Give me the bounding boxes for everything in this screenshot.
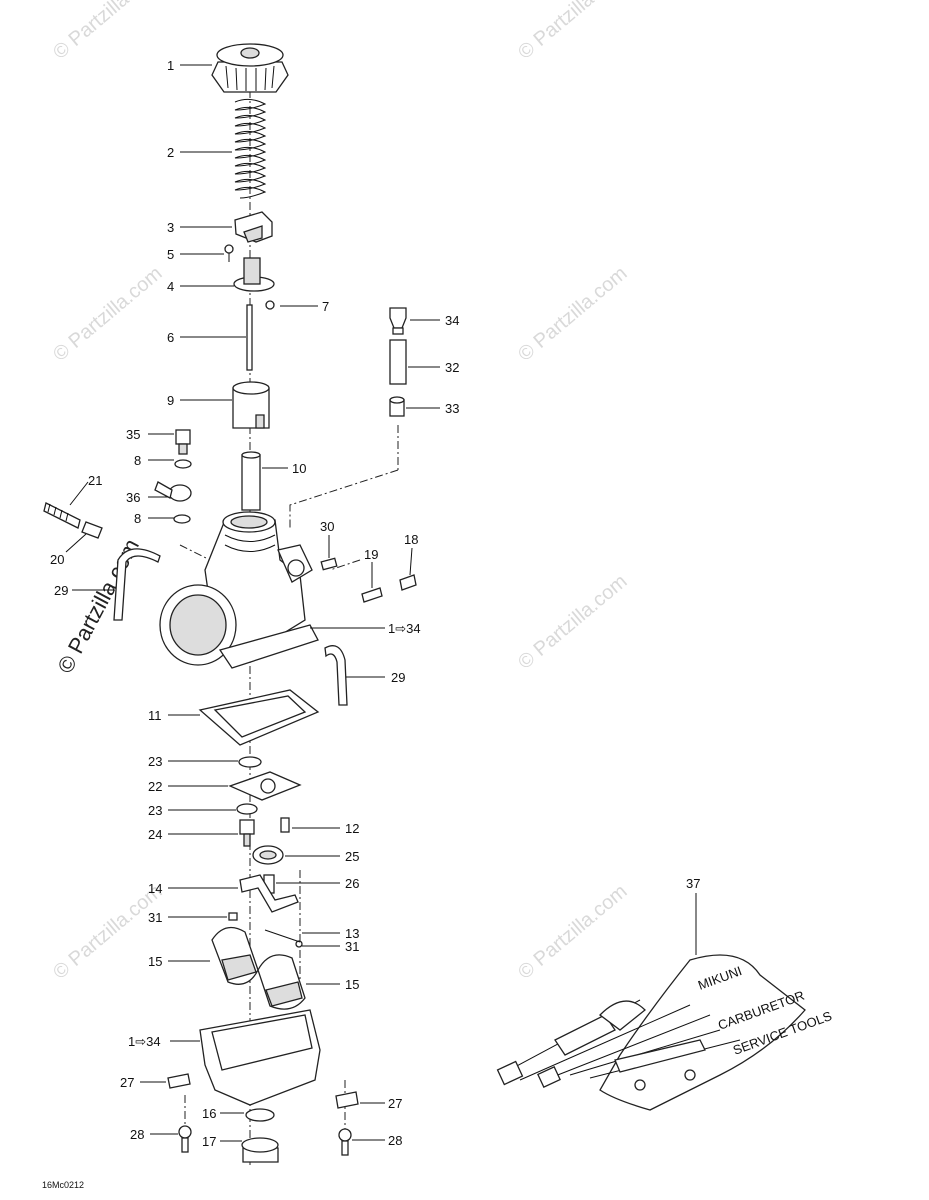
part-label: 27 — [388, 1096, 402, 1111]
banjo-fitting-group — [154, 429, 192, 524]
part-label: 14 — [148, 881, 162, 896]
clip-part — [265, 300, 275, 310]
part-label: 36 — [126, 490, 140, 505]
part-label: 15 — [148, 954, 162, 969]
part-label: 22 — [148, 779, 162, 794]
pilot-screw-group — [43, 502, 103, 539]
carburetor-body — [159, 511, 319, 669]
cable-adjuster-group — [389, 307, 407, 417]
float-arm-part — [239, 874, 299, 913]
air-screw-part — [320, 557, 338, 571]
part-label: 34 — [445, 313, 459, 328]
part-label: 21 — [88, 473, 102, 488]
needle-part — [246, 304, 253, 371]
part-label: 4 — [167, 279, 174, 294]
part-label: 15 — [345, 977, 359, 992]
gasket-part — [198, 689, 320, 746]
cap-part — [211, 43, 289, 93]
plate-part — [234, 211, 273, 243]
part-label: 24 — [148, 827, 162, 842]
part-label: 3 — [167, 220, 174, 235]
leader-lines — [65, 64, 697, 1142]
part-label: 20 — [50, 552, 64, 567]
part-label: 12 — [345, 821, 359, 836]
watermark: © Partzilla.com — [514, 570, 631, 673]
part-label: 30 — [320, 519, 334, 534]
float-part — [211, 926, 306, 1010]
drain-plug-group — [241, 1108, 279, 1163]
part-label: 7 — [322, 299, 329, 314]
part-label: 5 — [167, 247, 174, 262]
part-label: 28 — [388, 1133, 402, 1148]
part-label: 1⇨34 — [128, 1034, 161, 1049]
part-label: 2 — [167, 145, 174, 160]
part-label: 18 — [404, 532, 418, 547]
jet-plate-part — [228, 771, 302, 801]
part-label: 13 — [345, 926, 359, 941]
o-ring-part — [236, 756, 262, 815]
main-jet-part — [239, 819, 255, 847]
part-label: 9 — [167, 393, 174, 408]
tool-kit-part: MIKUNI CARBURETOR SERVICE TOOLS — [496, 954, 834, 1111]
watermark: © Partzilla.com — [514, 880, 631, 983]
needle-jet-part — [241, 451, 261, 511]
part-label: 8 — [134, 453, 141, 468]
pin-part — [228, 912, 303, 948]
part-label: 6 — [167, 330, 174, 345]
part-label: 16 — [202, 1106, 216, 1121]
float-bowl-part — [199, 1009, 321, 1106]
part-label: 1 — [167, 58, 174, 73]
pilot-jet-part — [280, 817, 290, 833]
part-label: 29 — [54, 583, 68, 598]
part-labels: 1 2 3 5 4 7 6 9 35 8 10 21 36 8 30 18 20… — [50, 58, 700, 1149]
watermark: © Partzilla.com — [49, 0, 166, 64]
float-pin-part — [264, 929, 301, 943]
part-label: 11 — [148, 708, 162, 723]
needle-holder-part — [233, 257, 275, 292]
part-label: 28 — [130, 1127, 144, 1142]
part-label: 33 — [445, 401, 459, 416]
throttle-slide-part — [232, 381, 270, 429]
part-label: 23 — [148, 803, 162, 818]
vent-hose-part — [113, 548, 161, 621]
part-label: 19 — [364, 547, 378, 562]
part-label: 10 — [292, 461, 306, 476]
needle-valve-seat-part — [252, 845, 284, 865]
idle-screw-group — [361, 574, 417, 603]
spring-part — [234, 98, 267, 199]
part-label: 32 — [445, 360, 459, 375]
watermark: © Partzilla.com — [514, 262, 631, 365]
fastener-group — [167, 1073, 359, 1156]
part-label: 31 — [345, 939, 359, 954]
screw-part — [224, 244, 234, 262]
part-label: 31 — [148, 910, 162, 925]
part-label: 26 — [345, 876, 359, 891]
vent-hose-part — [324, 645, 348, 706]
diagram-code: 16Mc0212 — [42, 1180, 84, 1190]
watermark: © Partzilla.com — [514, 0, 631, 64]
part-label: 37 — [686, 876, 700, 891]
part-label: 8 — [134, 511, 141, 526]
part-label: 35 — [126, 427, 140, 442]
part-label: 29 — [391, 670, 405, 685]
part-label: 23 — [148, 754, 162, 769]
part-label: 17 — [202, 1134, 216, 1149]
part-label: 27 — [120, 1075, 134, 1090]
part-label: 1⇨34 — [388, 621, 421, 636]
watermark: © Partzilla.com — [49, 262, 166, 365]
part-label: 25 — [345, 849, 359, 864]
